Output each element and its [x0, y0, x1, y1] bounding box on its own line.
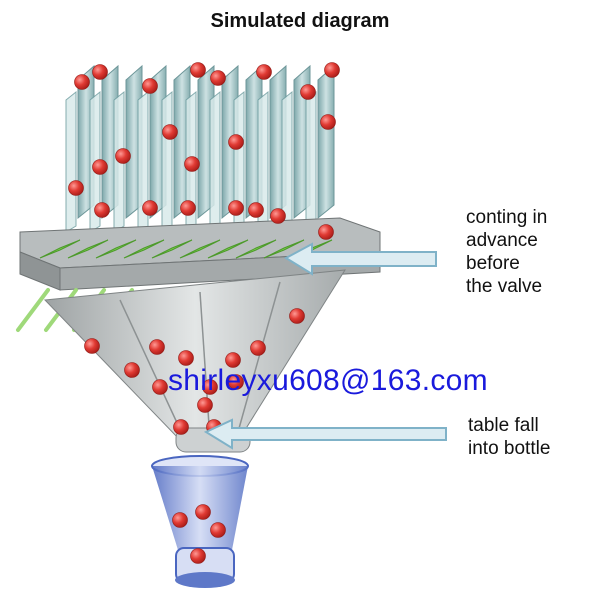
feed-channel-divider	[65, 90, 77, 233]
tablet	[228, 134, 244, 150]
diagram-title: Simulated diagram	[210, 10, 390, 32]
tablet	[228, 374, 244, 390]
tablet	[197, 397, 213, 413]
tablet	[270, 208, 286, 224]
tablet	[190, 62, 206, 78]
tablet	[228, 200, 244, 216]
feed-channels-front	[65, 90, 317, 233]
tablet	[94, 202, 110, 218]
valve-bar	[39, 239, 81, 259]
valve-bar	[151, 239, 193, 259]
tablet	[180, 200, 196, 216]
bottle	[151, 455, 249, 588]
tablet	[248, 202, 264, 218]
tablet	[250, 340, 266, 356]
tablet	[115, 148, 131, 164]
feed-channel	[317, 64, 335, 220]
tablet	[178, 350, 194, 366]
tablet	[190, 548, 206, 564]
fall-arrow	[203, 418, 447, 450]
tablet	[210, 522, 226, 538]
valve-bar	[67, 239, 109, 259]
valve-bar	[95, 239, 137, 259]
tablet	[202, 379, 218, 395]
tablet	[300, 84, 316, 100]
valve-annotation-line: advance	[466, 230, 538, 251]
tablet	[84, 338, 100, 354]
valve-bar	[235, 239, 277, 259]
tablet	[124, 362, 140, 378]
valve-bar	[179, 239, 221, 259]
funnel-hopper	[43, 269, 346, 453]
valve-annotation-line: the valve	[466, 276, 543, 297]
fall-annotation-line: table fall	[468, 415, 539, 436]
fall-annotation-line: into bottle	[468, 438, 551, 459]
tablet	[210, 70, 226, 86]
valve-bar	[207, 239, 249, 259]
tablet	[152, 379, 168, 395]
tablet	[142, 78, 158, 94]
tablet	[92, 159, 108, 175]
valve-annotation-line: conting in	[466, 207, 548, 228]
tablet	[149, 339, 165, 355]
tablet	[142, 200, 158, 216]
tablet	[184, 156, 200, 172]
tablet	[172, 512, 188, 528]
valve-annotation: conting in advance before the valve	[466, 206, 547, 298]
tablet	[74, 74, 90, 90]
feed-channel-divider	[305, 90, 317, 233]
tablet	[162, 124, 178, 140]
fall-annotation: table fall into bottle	[468, 414, 550, 460]
feed-channel-divider	[161, 90, 173, 233]
tablet	[289, 308, 305, 324]
tablet	[324, 62, 340, 78]
tablet	[320, 114, 336, 130]
tablet	[173, 419, 189, 435]
tablet	[225, 352, 241, 368]
valve-bar	[263, 239, 305, 259]
valve-annotation-line: before	[466, 253, 520, 274]
tablet	[92, 64, 108, 80]
tablet	[195, 504, 211, 520]
tablet	[68, 180, 84, 196]
valve-bars	[39, 239, 333, 259]
valve-bar	[123, 239, 165, 259]
tablet	[318, 224, 334, 240]
valve-arrow	[283, 242, 437, 276]
feed-channel-divider	[209, 90, 221, 233]
valve-rod	[16, 288, 50, 332]
tablet	[256, 64, 272, 80]
tablets	[68, 62, 340, 564]
watermark-email: shirleyxu608@163.com	[168, 364, 488, 397]
